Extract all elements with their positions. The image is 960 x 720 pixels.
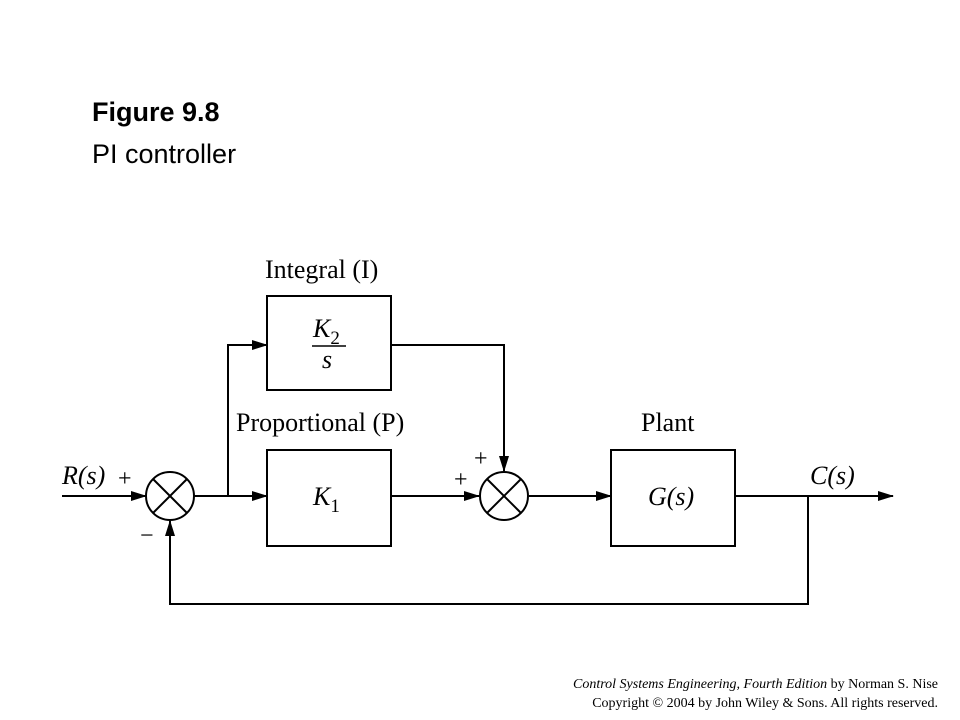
sum1-minus-sign: − [140,523,154,549]
input-label: R(s) [61,461,105,490]
sum2-plus-left-sign: + [454,467,468,493]
plant-transfer-function: G(s) [648,482,694,511]
summing-junction-1 [145,471,195,521]
integral-gain-numerator: K2 [312,314,340,349]
integral-block [266,295,392,391]
error-to-integral-line [227,340,268,496]
book-title: Control Systems Engineering, Fourth Edit… [572,677,828,692]
figure-subtitle: PI controller [92,139,237,169]
sum2-plus-top-sign: + [474,446,488,472]
summing-junction-2 [479,471,529,521]
integral-to-sum-line [391,344,509,472]
output-label: C(s) [810,461,855,490]
integral-gain-denominator: s [322,345,332,374]
integral-label: Integral (I) [265,255,378,284]
book-author: by Norman S. Nise [827,677,938,692]
feedback-line [165,496,809,605]
proportional-label: Proportional (P) [236,408,404,437]
book-credit: Control Systems Engineering, Fourth Edit… [573,676,938,694]
figure-title: Figure 9.8 [92,97,220,127]
proportional-gain: K1 [312,482,340,517]
proportional-block [266,449,392,547]
plant-label: Plant [641,408,695,437]
sum1-plus-sign: + [118,466,132,492]
plant-block [610,449,736,547]
copyright-notice: Copyright © 2004 by John Wiley & Sons. A… [592,696,938,711]
